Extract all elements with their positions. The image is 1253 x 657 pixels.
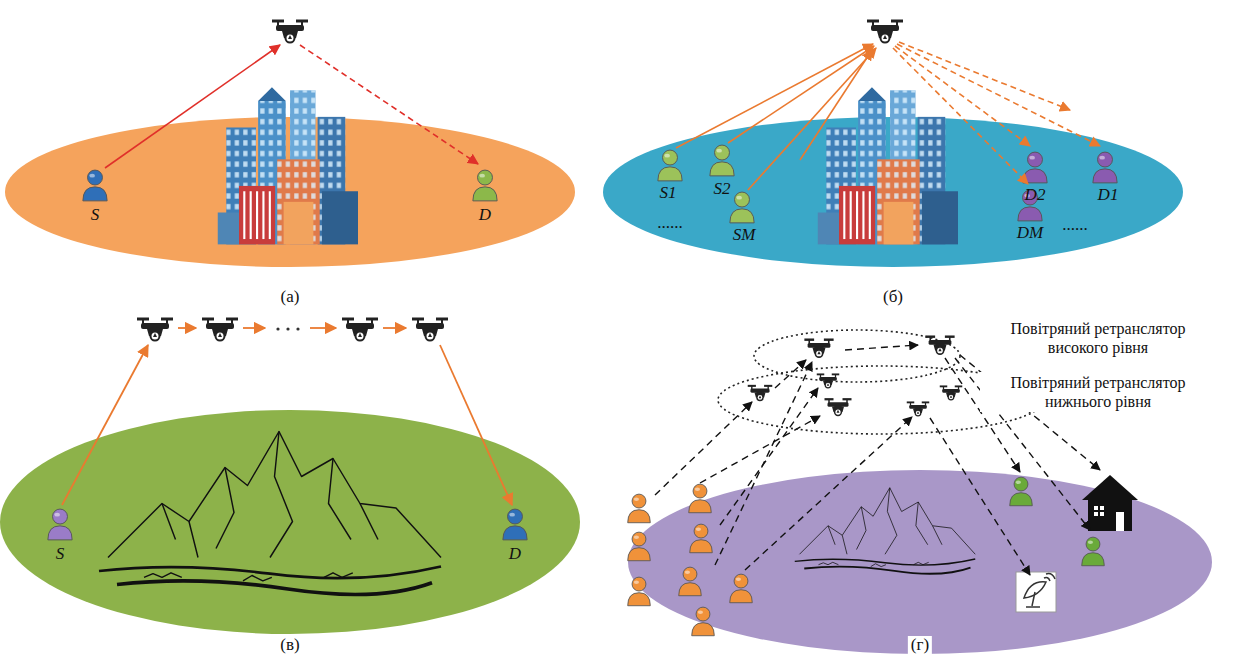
user-label: D — [479, 206, 491, 225]
ellipsis: ...... — [657, 214, 683, 233]
tier-label: Повітряний ретранслятор нижнього рівня — [980, 372, 1216, 412]
user-label: S — [56, 545, 65, 564]
ground-region — [628, 470, 1212, 654]
ellipsis: ...... — [1062, 216, 1088, 235]
relay-tier-ellipse: Повітряний ретранслятор нижнього рівня — [716, 364, 1046, 436]
dotted-outline — [752, 328, 962, 384]
ground-region — [0, 410, 580, 634]
user-label: S — [91, 206, 100, 225]
tier-label: Повітряний ретранслятор високого рівня — [980, 318, 1216, 358]
user-label: S2 — [714, 180, 731, 199]
user-label: D — [509, 545, 521, 564]
panel-label: (в) — [277, 636, 302, 655]
panel-label: (б) — [880, 288, 906, 307]
user-label: D1 — [1098, 186, 1119, 205]
relay-tier-ellipse: Повітряний ретранслятор високого рівня — [752, 328, 962, 384]
user-label: DM — [1017, 224, 1043, 243]
user-label: D2 — [1025, 186, 1046, 205]
user-label: S1 — [660, 184, 677, 203]
panel-label: (г) — [908, 636, 932, 655]
panel-label: (а) — [278, 288, 303, 307]
user-label: SM — [733, 226, 756, 245]
